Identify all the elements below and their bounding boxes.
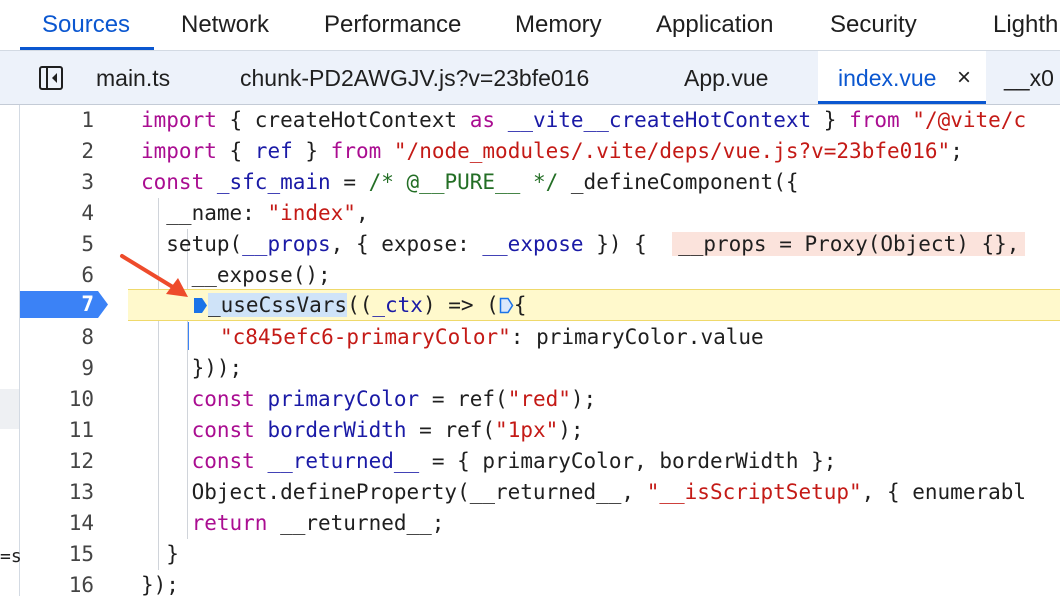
inline-breakpoint-icon[interactable] [193,297,208,314]
inline-breakpoint-outline-icon[interactable] [499,297,514,314]
code-line: 5 setup(__props, { expose: __expose }) {… [20,229,1060,260]
tab-sources[interactable]: Sources [19,0,155,50]
line-number[interactable]: 13 [68,480,94,504]
code-text: const _sfc_main = /* @__PURE__ */ _defin… [141,170,799,194]
code-text: }); [141,573,179,596]
inline-variable-value: __props = Proxy(Object) {}, [672,232,1026,256]
active-file-tab-bg [818,51,986,104]
file-tab-main-ts[interactable]: main.ts [96,65,171,91]
file-tab-app-vue[interactable]: App.vue [684,65,769,91]
code-line: 9 })); [20,353,1060,384]
code-line: 10 const primaryColor = ref("red"); [20,384,1060,415]
close-tab-icon[interactable]: × [957,64,972,91]
code-text: const borderWidth = ref("1px"); [191,418,584,442]
indent-guide-active [188,322,189,350]
code-text: setup(__props, { expose: __expose }) { _… [141,229,1026,260]
panel-tab-bar: Sources Network Performance Memory Appli… [0,0,1060,51]
code-line: 2 import { ref } from "/node_modules/.vi… [20,136,1060,167]
code-line: 6 __expose(); [20,260,1060,291]
code-line: 16 }); [20,570,1060,596]
code-line: 3 const _sfc_main = /* @__PURE__ */ _def… [20,167,1060,198]
file-tab-x0[interactable]: __x0 [1004,65,1054,91]
code-text: "c845efc6-primaryColor": primaryColor.va… [220,325,764,349]
toggle-navigator-icon[interactable] [38,65,64,91]
line-number[interactable]: 11 [68,418,94,442]
annotation-arrow-icon [120,254,188,297]
line-number[interactable]: 15 [68,542,94,566]
code-text: import { createHotContext as __vite__cre… [141,108,1027,132]
line-number[interactable]: 6 [81,263,94,287]
code-text: const primaryColor = ref("red"); [191,387,597,411]
line-number[interactable]: 2 [81,139,94,163]
code-text: import { ref } from "/node_modules/.vite… [141,139,963,163]
line-number[interactable]: 10 [68,387,94,411]
code-text: } [141,542,179,566]
tab-memory[interactable]: Memory [515,11,602,38]
line-number[interactable]: 4 [81,201,94,225]
line-number[interactable]: 9 [81,356,94,380]
code-text: _useCssVars((_ctx) => ({ [193,289,526,321]
navigator-sliver: =s [0,105,22,596]
code-text: __name: "index", [141,201,369,225]
line-number[interactable]: 3 [81,170,94,194]
breakpoint-marker[interactable]: 7 [20,291,108,318]
code-line: 4 __name: "index", [20,198,1060,229]
code-text: })); [141,356,243,380]
line-number[interactable]: 8 [81,325,94,349]
code-line: 15 } [20,539,1060,570]
code-text: const __returned__ = { primaryColor, bor… [191,449,837,473]
code-text: return __returned__; [191,511,445,535]
code-text: __expose(); [141,263,331,287]
tab-lighthouse[interactable]: Lighth [993,11,1059,38]
code-line-current: 7 _useCssVars((_ctx) => ({ [20,289,1060,321]
code-line: 14 return __returned__; [20,508,1060,539]
navigator-selected-row[interactable] [0,389,19,429]
line-number[interactable]: 14 [68,511,94,535]
tab-security[interactable]: Security [830,11,917,38]
tab-network[interactable]: Network [181,11,270,38]
tab-application[interactable]: Application [656,11,774,38]
code-line: 1 import { createHotContext as __vite__c… [20,105,1060,136]
code-text: Object.defineProperty(__returned__, "__i… [141,480,1027,504]
navigator-text-fragment: =s [0,546,22,567]
file-tab-chunk[interactable]: chunk-PD2AWGJV.js?v=23bfe016 [240,65,590,91]
code-editor[interactable]: 1 import { createHotContext as __vite__c… [20,105,1060,596]
line-number[interactable]: 1 [81,108,94,132]
code-line: 12 const __returned__ = { primaryColor, … [20,446,1060,477]
line-number[interactable]: 16 [68,573,94,596]
indent-guide [158,198,159,570]
file-tab-index-vue[interactable]: index.vue [838,65,937,91]
file-tab-bar: main.ts chunk-PD2AWGJV.js?v=23bfe016 App… [0,51,1060,105]
code-line: 11 const borderWidth = ref("1px"); [20,415,1060,446]
tab-performance[interactable]: Performance [324,11,462,38]
line-number[interactable]: 5 [81,232,94,256]
code-line: 13 Object.defineProperty(__returned__, "… [20,477,1060,508]
code-line: 8 "c845efc6-primaryColor": primaryColor.… [20,322,1060,353]
line-number[interactable]: 12 [68,449,94,473]
indent-guide [187,229,188,539]
